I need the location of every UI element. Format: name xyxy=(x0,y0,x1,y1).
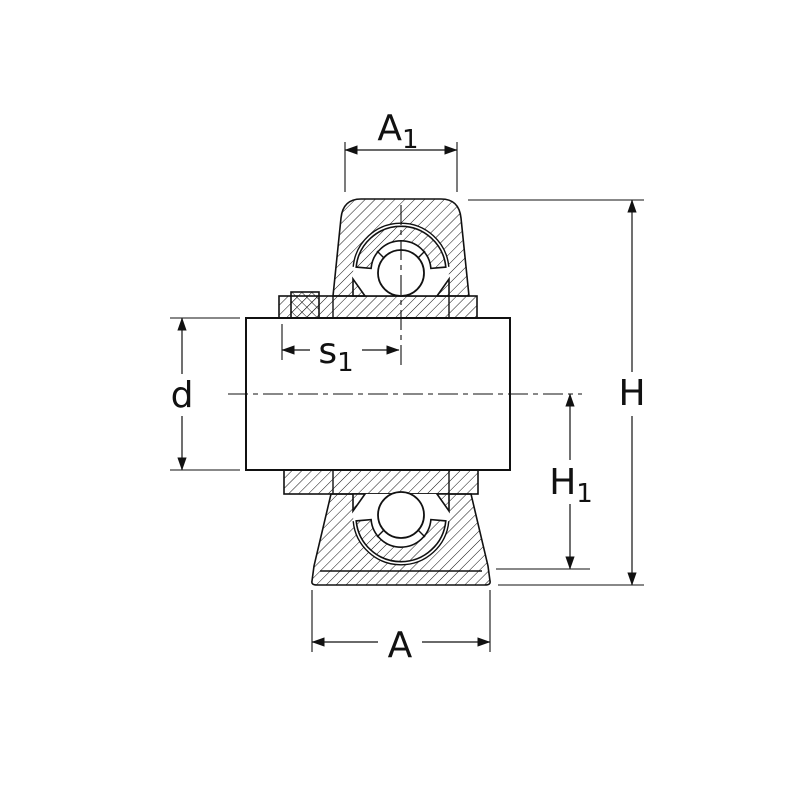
cage-tick xyxy=(417,250,426,259)
label-s1: s1 xyxy=(318,331,353,378)
seal-bottom-right xyxy=(435,493,450,514)
label-h: H xyxy=(618,373,645,414)
outer-ring-top xyxy=(355,225,447,270)
outer-ring-bottom xyxy=(355,518,447,563)
label-bg-h1 xyxy=(543,460,599,504)
label-a: A xyxy=(388,625,413,666)
label-bg-s1 xyxy=(310,333,362,371)
label-d: d xyxy=(171,375,194,416)
label-h1: H1 xyxy=(549,462,593,509)
set-screw xyxy=(290,291,320,319)
label-bg-d xyxy=(162,374,202,416)
housing-cap xyxy=(278,198,478,319)
inner-ring-band-top xyxy=(278,295,478,319)
label-bg-h xyxy=(610,372,654,416)
label-a1: A1 xyxy=(377,108,418,155)
label-bg-a xyxy=(378,623,422,667)
ball-bottom xyxy=(377,491,425,539)
cage-tick xyxy=(376,250,385,259)
housing-base xyxy=(283,469,491,586)
cage-tick xyxy=(417,529,426,538)
base-cavity-arc xyxy=(352,521,450,566)
cage-tick xyxy=(376,529,385,538)
seal-bottom-left xyxy=(352,493,367,514)
